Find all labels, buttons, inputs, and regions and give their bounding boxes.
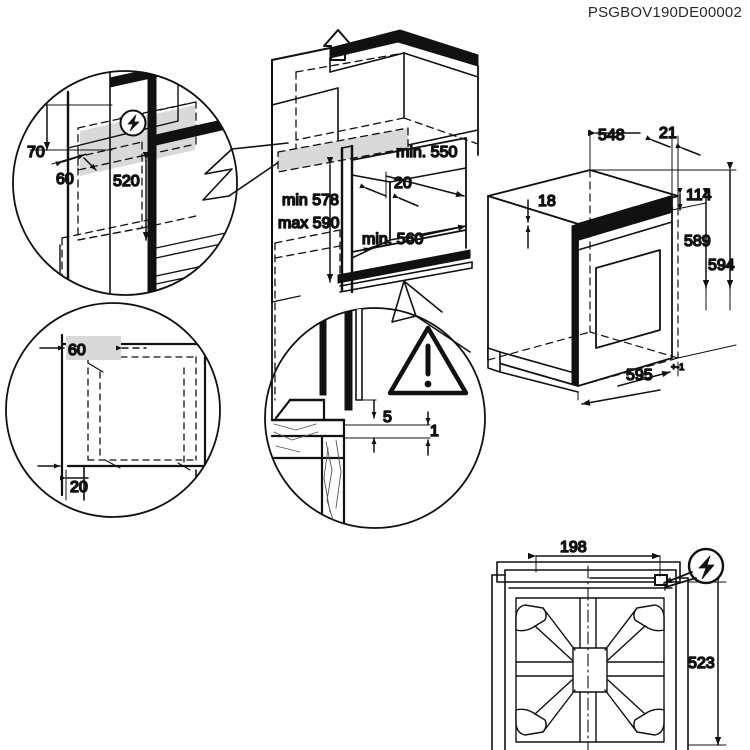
detail-circle-center-bottom: 5 1 <box>264 307 486 529</box>
cabinet-niche-drawing <box>271 29 479 421</box>
dim-label-548: 548 <box>598 127 625 144</box>
dim-label-70: 70 <box>27 144 45 161</box>
dim-label-min560: min. 560 <box>362 231 423 248</box>
document-code: PSGBOV190DE00002 <box>587 4 742 21</box>
dim-label-5: 5 <box>383 409 392 426</box>
dim-label-523: 523 <box>688 655 715 672</box>
warning-triangle-icon <box>387 325 469 396</box>
detail-circle-top-left: 70 60 520 <box>12 70 238 296</box>
electrical-zone-shade <box>80 105 195 176</box>
dim-label-min578: min 578 <box>282 192 339 209</box>
dim-label-198: 198 <box>560 539 587 556</box>
dim-label-595-tolerance: +-1 <box>671 362 684 372</box>
lightning-bolt-icon-rear <box>663 547 725 588</box>
detail-leader-center-bottom <box>391 280 471 353</box>
dim-label-589: 589 <box>684 233 711 250</box>
oven-rear-plan-drawing <box>491 547 727 750</box>
oven-isometric-drawing <box>487 127 737 406</box>
dim-label-20-rear: 20 <box>70 479 88 496</box>
detail-circle-bottom-left: 60 20 <box>5 302 221 518</box>
lightning-bolt-icon <box>119 109 147 137</box>
dim-label-595: 595 <box>626 367 653 384</box>
dim-label-60-rear: 60 <box>68 342 86 359</box>
dim-label-max590: max 590 <box>278 215 339 232</box>
dim-label-60: 60 <box>56 171 74 188</box>
dim-label-1: 1 <box>430 423 439 440</box>
dim-label-min550: min. 550 <box>396 144 457 161</box>
dim-label-594: 594 <box>708 257 735 274</box>
dim-label-21: 21 <box>659 125 677 142</box>
dim-label-18: 18 <box>538 193 556 210</box>
dim-label-520: 520 <box>113 173 140 190</box>
dim-label-20-niche: 20 <box>394 175 412 192</box>
dim-label-114: 114 <box>686 187 712 204</box>
